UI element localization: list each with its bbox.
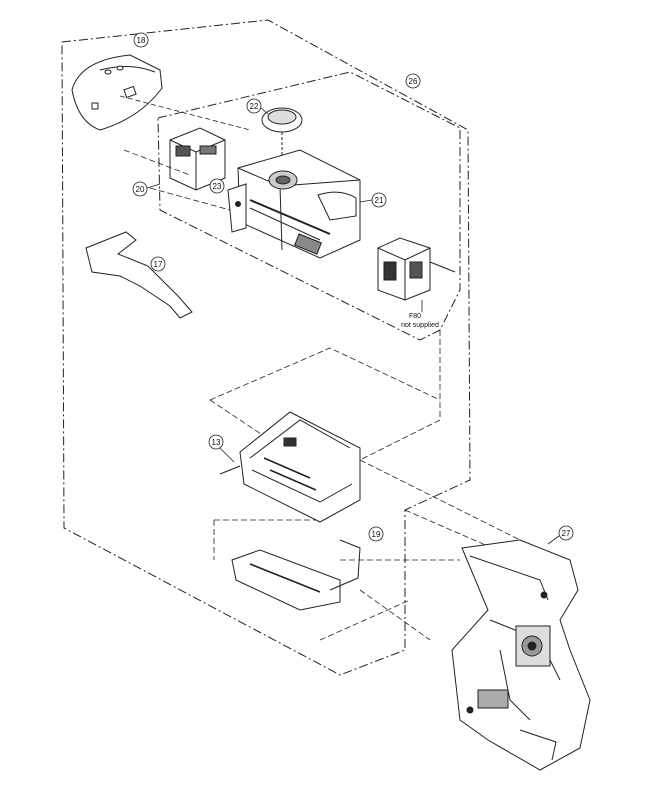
part-frame-chassis — [219, 411, 361, 523]
not-supplied-label: not supplied — [401, 322, 439, 329]
callout-number: 17 — [154, 260, 163, 269]
callout-number: 23 — [213, 182, 222, 191]
callout-number: 19 — [372, 530, 381, 539]
part-main-housing — [237, 149, 361, 259]
part-disc-22 — [261, 107, 303, 165]
callout-18: 18 — [133, 32, 149, 48]
callout-number: 21 — [375, 196, 384, 205]
callout-27: 27 — [547, 525, 574, 545]
callout-13: 13 — [208, 434, 235, 463]
part-printer-body — [451, 539, 591, 771]
callout-22: 22 — [246, 98, 269, 115]
part-end-cap — [71, 54, 163, 131]
inner-assembly-boundary — [157, 71, 461, 341]
part-connector-f80 — [377, 237, 456, 301]
part-base-plate — [231, 539, 361, 611]
callout-21: 21 — [359, 192, 387, 208]
part-code-label: F80 — [409, 313, 421, 320]
callout-17: 17 — [150, 256, 166, 272]
assembly-guide-lines — [123, 149, 521, 641]
callout-23: 23 — [209, 178, 225, 194]
callout-20: 20 — [132, 181, 161, 197]
callout-number: 27 — [562, 529, 571, 538]
callout-number: 18 — [137, 36, 146, 45]
leader-line — [119, 95, 251, 131]
part-side-tab — [227, 183, 247, 233]
callout-number: 20 — [136, 185, 145, 194]
not-supplied-note: F80 not supplied — [401, 300, 439, 329]
callout-number: 26 — [409, 77, 418, 86]
callout-19: 19 — [368, 526, 384, 542]
callout-number: 22 — [250, 102, 259, 111]
callout-26: 26 — [405, 73, 421, 89]
callout-number: 13 — [212, 438, 221, 447]
part-flex-cable — [85, 231, 193, 319]
part-block-23 — [169, 127, 226, 191]
